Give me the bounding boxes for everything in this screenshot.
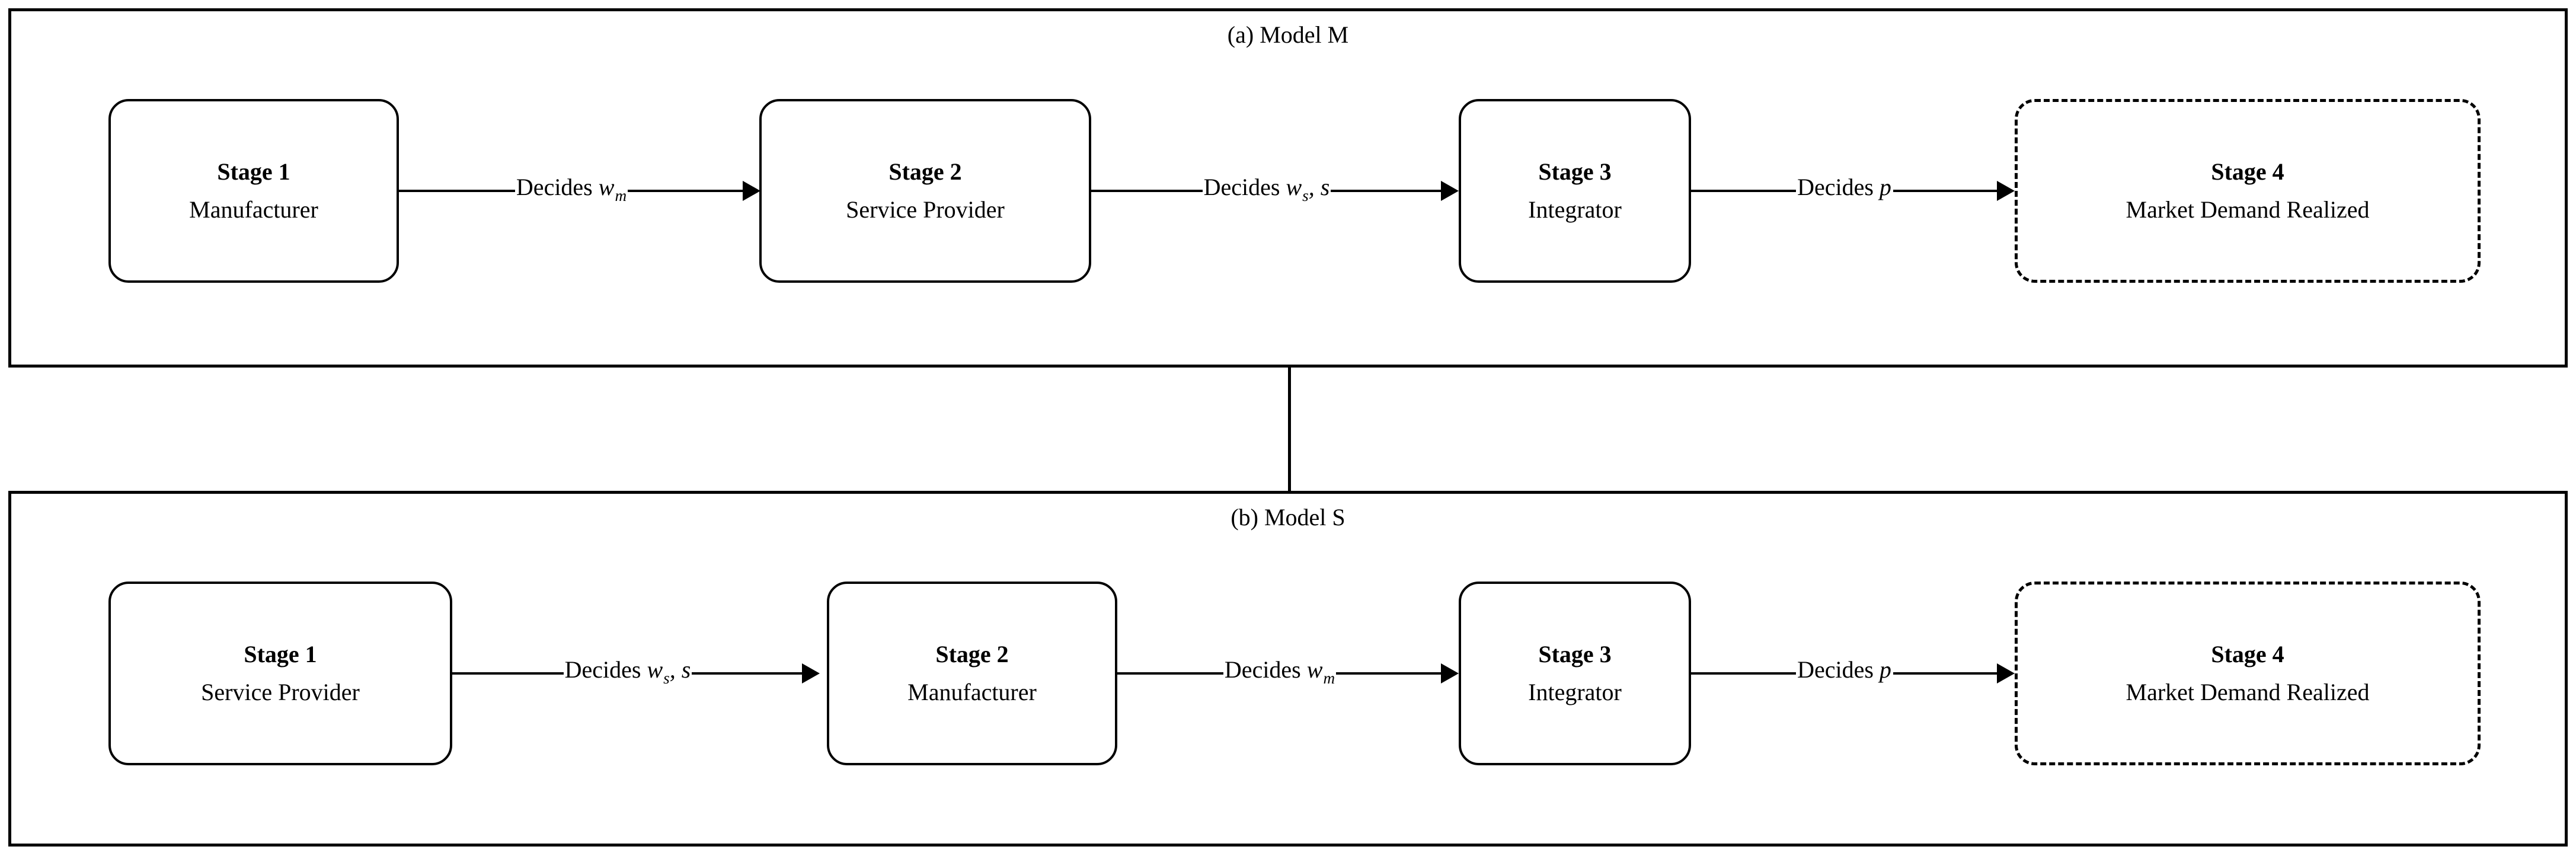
stage-title-a-3: Stage 3: [1538, 158, 1612, 185]
arrow-b-1-extra: , s: [669, 656, 691, 683]
arrow-a-2: Decides ws, s: [1091, 175, 1459, 204]
stage-title-b-1: Stage 1: [244, 641, 317, 667]
arrow-b-3-verb: Decides: [1797, 656, 1874, 683]
stage-flow-model-m: Stage 1 Manufacturer Decides wm Stage 2 …: [11, 99, 2565, 283]
stage-box-a-4[interactable]: Stage 4 Market Demand Realized: [2015, 99, 2481, 283]
arrow-a-1-variable: w: [598, 174, 615, 201]
arrow-b-1: Decides ws, s: [452, 658, 820, 686]
arrow-a-1-label: Decides wm: [515, 175, 628, 203]
panel-model-m: (a) Model M Stage 1 Manufacturer Decides…: [8, 8, 2568, 368]
arrow-b-2: Decides wm: [1117, 658, 1459, 686]
arrow-a-1-line-left: [399, 190, 515, 192]
arrow-b-2-label: Decides wm: [1223, 658, 1336, 686]
stage-box-b-2[interactable]: Stage 2 Manufacturer: [827, 582, 1117, 765]
stage-title-a-1: Stage 1: [217, 158, 290, 185]
stage-box-b-1[interactable]: Stage 1 Service Provider: [108, 582, 452, 765]
arrow-a-3-label: Decides p: [1796, 175, 1893, 203]
arrow-b-2-verb: Decides: [1224, 656, 1301, 683]
arrow-b-3-line-right: [1893, 672, 1999, 675]
arrow-b-3-line-left: [1691, 672, 1797, 675]
arrow-a-1: Decides wm: [399, 175, 760, 204]
arrow-a-2-subscript: s: [1302, 186, 1309, 205]
panel-connector-line: [1288, 368, 1291, 491]
arrow-a-2-extra: , s: [1308, 174, 1330, 201]
arrow-a-2-head-icon: [1441, 181, 1459, 201]
stage-subtitle-a-1: Manufacturer: [189, 196, 318, 223]
stage-subtitle-b-3: Integrator: [1528, 679, 1622, 705]
stage-title-b-2: Stage 2: [935, 641, 1009, 667]
arrow-b-2-line-left: [1117, 672, 1223, 675]
stage-subtitle-a-4: Market Demand Realized: [2126, 196, 2370, 223]
stage-title-b-3: Stage 3: [1538, 641, 1612, 667]
arrow-b-1-subscript: s: [663, 669, 670, 687]
stage-title-a-4: Stage 4: [2211, 158, 2284, 185]
arrow-a-1-verb: Decides: [516, 174, 593, 201]
stage-title-a-2: Stage 2: [889, 158, 962, 185]
arrow-a-2-line-right: [1331, 190, 1442, 192]
arrow-a-3-head-icon: [1997, 181, 2015, 201]
arrow-b-2-line-right: [1336, 672, 1442, 675]
panel-caption-model-m: (a) Model M: [1227, 21, 1349, 48]
arrow-b-1-label: Decides ws, s: [564, 658, 692, 686]
arrow-b-1-verb: Decides: [564, 656, 641, 683]
stage-box-b-4[interactable]: Stage 4 Market Demand Realized: [2015, 582, 2481, 765]
stage-subtitle-a-3: Integrator: [1528, 196, 1622, 223]
panel-caption-model-s: (b) Model S: [1231, 504, 1345, 531]
stage-title-b-4: Stage 4: [2211, 641, 2284, 667]
arrow-a-3-variable: p: [1879, 174, 1891, 201]
arrow-b-1-variable: w: [647, 656, 663, 683]
panel-model-s: (b) Model S Stage 1 Service Provider Dec…: [8, 491, 2568, 847]
arrow-a-3-subscript: [1891, 187, 1892, 205]
arrow-a-2-line-left: [1091, 190, 1203, 192]
arrow-a-3-verb: Decides: [1797, 174, 1874, 201]
stage-box-b-3[interactable]: Stage 3 Integrator: [1459, 582, 1691, 765]
arrow-a-2-label: Decides ws, s: [1203, 175, 1331, 203]
arrow-a-3: Decides p: [1691, 175, 2015, 204]
arrow-b-3-head-icon: [1997, 663, 2015, 683]
arrow-a-1-head-icon: [743, 181, 760, 201]
stage-box-a-2[interactable]: Stage 2 Service Provider: [759, 99, 1091, 283]
arrow-b-3: Decides p: [1691, 658, 2015, 686]
arrow-b-3-variable: p: [1879, 656, 1891, 683]
arrow-a-2-variable: w: [1286, 174, 1302, 201]
arrow-a-1-subscript: m: [615, 186, 627, 205]
stage-flow-model-s: Stage 1 Service Provider Decides ws, s S…: [11, 582, 2565, 765]
arrow-b-1-head-icon: [802, 663, 820, 683]
stage-subtitle-a-2: Service Provider: [846, 196, 1005, 223]
arrow-b-2-subscript: m: [1323, 669, 1335, 687]
arrow-b-3-subscript: [1891, 669, 1892, 687]
arrow-a-2-verb: Decides: [1203, 174, 1280, 201]
arrow-a-3-line-right: [1893, 190, 1999, 192]
arrow-a-3-line-left: [1691, 190, 1797, 192]
arrow-b-3-label: Decides p: [1796, 658, 1893, 686]
stage-subtitle-b-2: Manufacturer: [907, 679, 1037, 705]
stage-box-a-1[interactable]: Stage 1 Manufacturer: [108, 99, 399, 283]
arrow-b-1-line-left: [452, 672, 564, 675]
stage-box-a-3[interactable]: Stage 3 Integrator: [1459, 99, 1691, 283]
stage-subtitle-b-4: Market Demand Realized: [2126, 679, 2370, 705]
arrow-b-2-variable: w: [1306, 656, 1323, 683]
arrow-b-1-line-right: [692, 672, 803, 675]
arrow-b-2-head-icon: [1441, 663, 1459, 683]
stage-subtitle-b-1: Service Provider: [201, 679, 360, 705]
arrow-a-1-line-right: [628, 190, 744, 192]
